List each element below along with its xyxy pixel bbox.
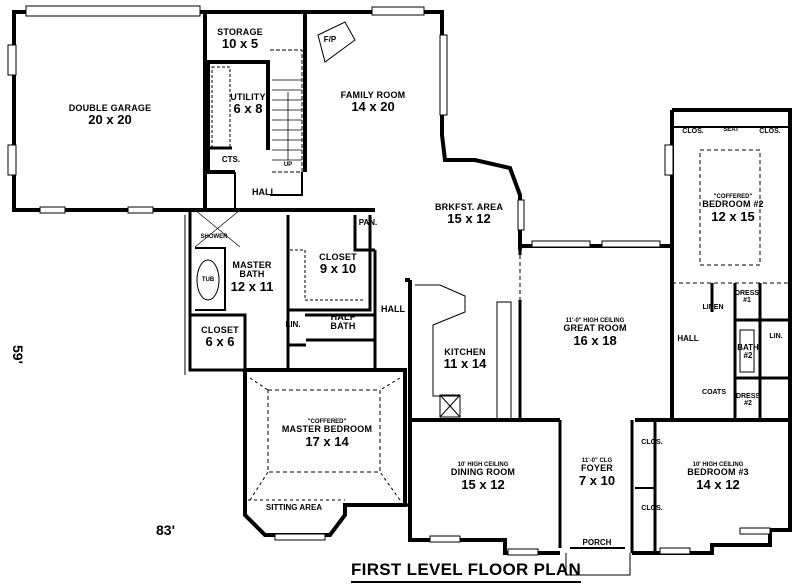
room-name: CLOSET <box>201 325 239 335</box>
room-name: BEDROOM #3 <box>687 467 749 478</box>
room-size: 14 x 20 <box>351 99 395 115</box>
room-clos-b3-top: CLOS. <box>641 439 663 446</box>
room-name: DOUBLE GARAGE <box>68 103 152 113</box>
room-ceiling-note: 11'-0" HIGH CEILING <box>565 318 625 324</box>
room-size: 15 x 12 <box>447 211 491 227</box>
room-name: MASTER <box>232 260 272 270</box>
room-ceiling-note: "COFFERED" <box>307 419 347 425</box>
room-name-2: BATH <box>330 321 356 332</box>
room-dress-2: DRESS #2 <box>736 393 760 408</box>
room-bath-2: BATH #2 <box>737 343 759 361</box>
room-kitchen: KITCHEN 11 x 14 <box>443 347 487 372</box>
room-porch: PORCH <box>582 538 612 547</box>
room-size: 6 x 8 <box>233 101 263 117</box>
room-ceiling-note: "COFFERED" <box>713 194 753 200</box>
stairs-up-label: UP <box>283 162 293 168</box>
room-name: GREAT ROOM <box>563 323 627 334</box>
room-size: 14 x 12 <box>696 476 740 492</box>
room-hall-right: HALL <box>677 334 699 343</box>
room-clos-b3-bottom: CLOS. <box>641 505 663 512</box>
room-half-bath: HALF BATH <box>330 312 356 332</box>
room-size: 15 x 12 <box>461 476 505 492</box>
room-num: #2 <box>743 351 753 361</box>
room-linen-hall: LINEN <box>702 304 724 311</box>
fireplace-label: F/P <box>323 35 337 44</box>
room-size: 17 x 14 <box>305 433 349 449</box>
room-name: UTILITY <box>230 92 266 102</box>
room-size: 6 x 6 <box>205 334 235 350</box>
room-lin-bath2: LIN. <box>769 333 783 340</box>
room-name: DRESS <box>735 393 761 400</box>
room-closet-master: CLOSET 9 x 10 <box>319 252 357 277</box>
room-name: KITCHEN <box>444 347 486 357</box>
room-foyer: 11'-0" CLG FOYER 7 x 10 <box>579 458 615 487</box>
shower-label: SHOWER <box>200 234 228 240</box>
room-cts: CTS. <box>221 155 241 164</box>
room-seat: SEAT <box>723 127 739 133</box>
room-ceiling-note: 11'-0" CLG <box>581 458 613 464</box>
room-closet-small: CLOSET 6 x 6 <box>201 325 239 350</box>
plan-title: FIRST LEVEL FLOOR PLAN <box>351 560 582 583</box>
tub-label: TUB <box>201 277 215 283</box>
room-size: 11 x 14 <box>443 356 487 372</box>
overall-depth-label: 59' <box>10 345 26 364</box>
room-size: 10 x 5 <box>221 36 259 52</box>
room-dress-1: DRESS #1 <box>735 290 759 305</box>
room-ceiling-note: 10' HIGH CEILING <box>457 462 509 468</box>
room-size: 9 x 10 <box>319 261 357 277</box>
room-name: DRESS <box>734 290 760 297</box>
room-name: BATH <box>737 343 759 352</box>
overall-width-label: 83' <box>156 522 175 538</box>
room-bedroom-2: "COFFERED" BEDROOM #2 12 x 15 <box>702 194 764 223</box>
room-ceiling-note: 10' HIGH CEILING <box>692 462 744 468</box>
room-name: BEDROOM #2 <box>702 199 764 210</box>
room-name: STORAGE <box>217 27 263 37</box>
room-linen-master: LIN. <box>285 320 301 329</box>
room-hall-center: HALL <box>381 304 405 314</box>
room-name: DINING ROOM <box>450 467 516 478</box>
room-clos-b2-left: CLOS. <box>682 128 704 135</box>
room-name: MASTER BEDROOM <box>281 424 373 435</box>
room-dining-room: 10' HIGH CEILING DINING ROOM 15 x 12 <box>451 462 515 491</box>
room-num: #1 <box>743 297 751 305</box>
room-size: 20 x 20 <box>88 112 132 128</box>
room-hall-garage: HALL <box>252 187 276 197</box>
room-master-bath: MASTER BATH 12 x 11 <box>230 260 274 294</box>
room-clos-b2-right: CLOS. <box>759 128 781 135</box>
room-name: BRKFST. AREA <box>434 202 504 212</box>
room-pantry: PAN. <box>358 218 378 227</box>
room-name: CLOSET <box>319 252 357 262</box>
room-master-bedroom: "COFFERED" MASTER BEDROOM 17 x 14 <box>282 419 372 448</box>
room-name-2: BATH <box>239 269 265 280</box>
room-utility: UTILITY 6 x 8 <box>230 92 266 117</box>
room-size: 7 x 10 <box>578 472 616 488</box>
room-name: FOYER <box>580 463 613 474</box>
room-coats: COATS <box>702 389 726 396</box>
room-bedroom-3: 10' HIGH CEILING BEDROOM #3 14 x 12 <box>687 462 749 491</box>
room-size: 16 x 18 <box>573 332 617 348</box>
room-breakfast-area: BRKFST. AREA 15 x 12 <box>434 202 504 227</box>
room-num: #2 <box>744 400 752 408</box>
room-family-room: FAMILY ROOM 14 x 20 <box>340 90 406 115</box>
room-double-garage: DOUBLE GARAGE 20 x 20 <box>68 103 152 128</box>
room-size: 12 x 11 <box>230 278 274 294</box>
room-size: 12 x 15 <box>711 208 755 224</box>
room-great-room: 11'-0" HIGH CEILING GREAT ROOM 16 x 18 <box>563 318 626 347</box>
room-storage: STORAGE 10 x 5 <box>217 27 263 52</box>
room-name: HALF <box>330 312 356 322</box>
room-name: FAMILY ROOM <box>340 90 406 100</box>
room-sitting-area: SITTING AREA <box>265 503 323 512</box>
